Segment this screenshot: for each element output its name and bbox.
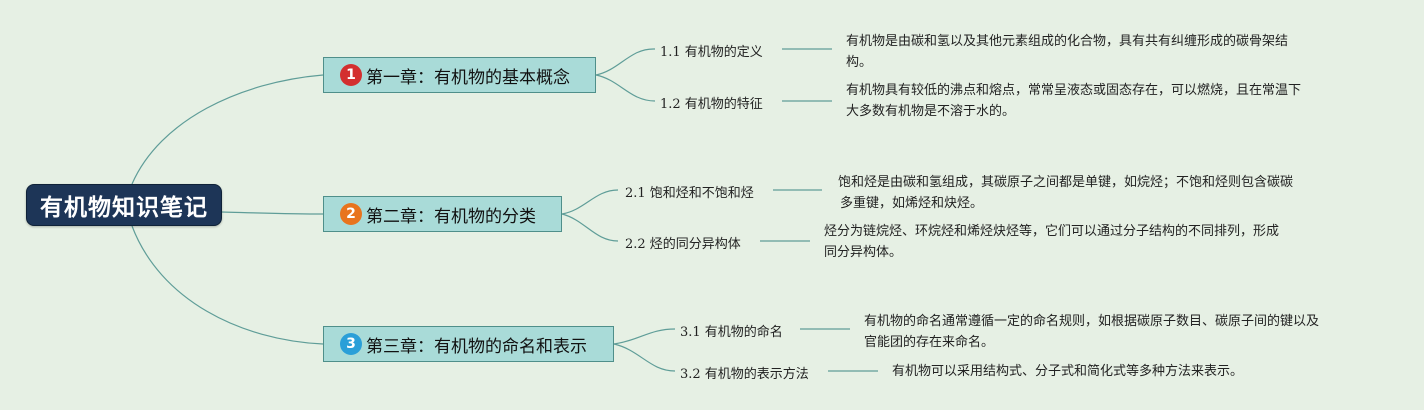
description-line: 烃分为链烷烃、环烷烃和烯烃炔烃等，它们可以通过分子结构的不同排列，形成 (824, 224, 1280, 239)
section-3-2-title: 3.2 有机物的表示方法 (680, 367, 809, 382)
section-3-1-title: 3.1 有机物的命名 (680, 325, 783, 340)
root-node[interactable]: 有机物知识笔记 (26, 184, 222, 226)
section-2-2-node[interactable]: 2.2 烃的同分异构体 (625, 233, 741, 252)
root-to-chapter-1-connector (131, 74, 324, 185)
chapter-2-title: 第二章：有机物的分类 (366, 206, 536, 227)
chapter-1-number-badge: 1 (340, 64, 362, 86)
section-3-1-description[interactable]: 有机物的命名通常遵循一定的命名规则，如根据碳原子数目、碳原子间的键以及 官能团的… (864, 311, 1319, 353)
section-2-2-title: 2.2 烃的同分异构体 (625, 237, 741, 252)
section-2-2-description[interactable]: 烃分为链烷烃、环烷烃和烯烃炔烃等，它们可以通过分子结构的不同排列，形成 同分异构… (824, 221, 1279, 263)
chapter-3-to-section-3-2-connector (613, 343, 676, 372)
section-1-2-description[interactable]: 有机物具有较低的沸点和熔点，常常呈液态或固态存在，可以燃烧，且在常温下 大多数有… (846, 80, 1301, 122)
chapter-1-to-section-1-1-connector (595, 48, 656, 76)
chapter-3-to-section-3-1-connector (613, 328, 676, 345)
chapter-2-to-section-2-2-connector (561, 213, 619, 242)
chapter-2-node[interactable]: 2 第二章：有机物的分类 (323, 196, 562, 232)
root-to-chapter-2-connector (221, 211, 324, 215)
description-line: 同分异构体。 (824, 245, 903, 260)
section-2-1-title: 2.1 饱和烃和不饱和烃 (625, 186, 754, 201)
section-3-1-node[interactable]: 3.1 有机物的命名 (680, 321, 783, 340)
section-1-1-title: 1.1 有机物的定义 (660, 45, 763, 60)
section-2-1-description[interactable]: 饱和烃是由碳和氢组成，其碳原子之间都是单键，如烷烃；不饱和烃则包含碳碳 多重键，… (838, 172, 1293, 214)
description-line: 有机物的命名通常遵循一定的命名规则，如根据碳原子数目、碳原子间的键以及 (864, 314, 1320, 329)
description-line: 大多数有机物是不溶于水的。 (846, 104, 1016, 119)
chapter-3-number-badge: 3 (340, 333, 362, 355)
chapter-2-to-section-2-1-connector (561, 189, 619, 215)
description-line: 饱和烃是由碳和氢组成，其碳原子之间都是单键，如烷烃；不饱和烃则包含碳碳 (838, 175, 1294, 190)
chapter-1-title: 第一章：有机物的基本概念 (366, 67, 570, 88)
section-3-2-description[interactable]: 有机物可以采用结构式、分子式和简化式等多种方法来表示。 (892, 361, 1243, 382)
chapter-3-title: 第三章：有机物的命名和表示 (366, 336, 587, 357)
description-line: 有机物是由碳和氢以及其他元素组成的化合物，具有共有纠缠形成的碳骨架结 (846, 34, 1289, 49)
root-title: 有机物知识笔记 (40, 195, 208, 221)
section-1-2-node[interactable]: 1.2 有机物的特征 (660, 93, 763, 112)
root-to-chapter-3-connector (131, 225, 324, 345)
chapter-1-to-section-1-2-connector (595, 74, 656, 102)
section-1-2-title: 1.2 有机物的特征 (660, 97, 763, 112)
chapter-1-node[interactable]: 1 第一章：有机物的基本概念 (323, 57, 596, 93)
description-line: 构。 (846, 55, 873, 70)
section-1-1-description[interactable]: 有机物是由碳和氢以及其他元素组成的化合物，具有共有纠缠形成的碳骨架结 构。 (846, 31, 1288, 73)
chapter-2-number-badge: 2 (340, 203, 362, 225)
description-line: 官能团的存在来命名。 (864, 335, 995, 350)
section-2-1-node[interactable]: 2.1 饱和烃和不饱和烃 (625, 182, 754, 201)
section-1-1-node[interactable]: 1.1 有机物的定义 (660, 41, 763, 60)
description-line: 多重键，如烯烃和炔烃。 (840, 196, 984, 211)
chapter-3-node[interactable]: 3 第三章：有机物的命名和表示 (323, 326, 614, 362)
section-3-2-node[interactable]: 3.2 有机物的表示方法 (680, 363, 809, 382)
description-line: 有机物具有较低的沸点和熔点，常常呈液态或固态存在，可以燃烧，且在常温下 (846, 83, 1302, 98)
description-line: 有机物可以采用结构式、分子式和简化式等多种方法来表示。 (892, 364, 1244, 379)
